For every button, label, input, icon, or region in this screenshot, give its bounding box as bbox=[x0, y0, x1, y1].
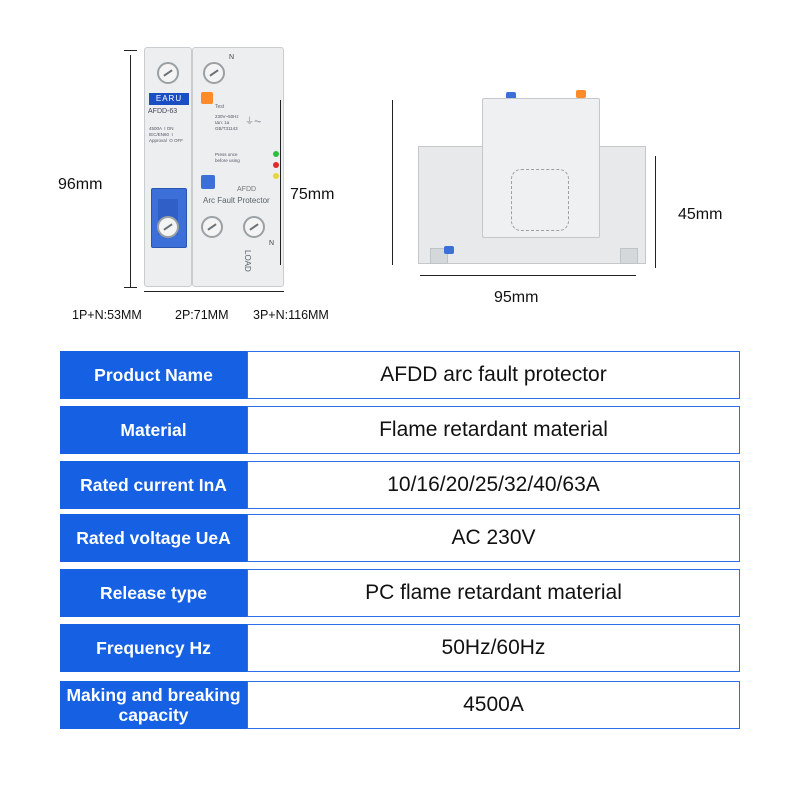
spec-row: Material Flame retardant material bbox=[60, 406, 740, 454]
spec-value: 10/16/20/25/32/40/63A bbox=[247, 461, 740, 509]
width-note-3p: 3P+N:116MM bbox=[253, 308, 329, 322]
spec-value: 50Hz/60Hz bbox=[247, 624, 740, 672]
test-button[interactable] bbox=[201, 92, 213, 104]
screw-icon bbox=[157, 216, 179, 238]
height-total-label: 96mm bbox=[58, 176, 103, 193]
model-label: AFDD-63 bbox=[148, 108, 178, 115]
neutral-mark: N bbox=[229, 54, 235, 61]
reset-button[interactable] bbox=[201, 175, 215, 189]
spec-label: Making and breaking capacity bbox=[60, 681, 247, 729]
width-note-1p: 1P+N:53MM bbox=[72, 308, 142, 322]
spec-row: Rated voltage UeA AC 230V bbox=[60, 514, 740, 562]
side-handle-knob bbox=[506, 92, 516, 100]
height-front-label: 75mm bbox=[290, 186, 335, 203]
test-label: Test bbox=[215, 104, 225, 110]
depth-dimension-line bbox=[655, 156, 656, 268]
screw-icon bbox=[157, 62, 179, 84]
screw-icon bbox=[203, 62, 225, 84]
height-dimension-line bbox=[130, 55, 131, 287]
neutral-mark: N bbox=[269, 240, 275, 247]
load-label: LOAD bbox=[243, 250, 252, 272]
status-led-yellow bbox=[273, 173, 279, 179]
side-width-line bbox=[420, 275, 636, 276]
spec-row: Rated current InA 10/16/20/25/32/40/63A bbox=[60, 461, 740, 509]
side-test-knob bbox=[576, 90, 586, 98]
spec-label: Product Name bbox=[60, 351, 247, 399]
side-clip bbox=[620, 248, 638, 264]
screw-icon bbox=[243, 216, 265, 238]
spec-value: AC 230V bbox=[247, 514, 740, 562]
front-height-dimension-line bbox=[280, 100, 281, 265]
spec-value: AFDD arc fault protector bbox=[247, 351, 740, 399]
width-note-2p: 2P:71MM bbox=[175, 308, 229, 322]
spec-row: Release type PC flame retardant material bbox=[60, 569, 740, 617]
side-view-device bbox=[410, 80, 650, 280]
spec-label: Material bbox=[60, 406, 247, 454]
side-clip-blue bbox=[444, 246, 454, 254]
side-clip bbox=[430, 248, 448, 264]
screw-icon bbox=[201, 216, 223, 238]
side-top bbox=[482, 98, 600, 238]
spec-label: Rated current InA bbox=[60, 461, 247, 509]
status-led-green bbox=[273, 151, 279, 157]
brand-label: EARU bbox=[149, 93, 189, 105]
spec-value: PC flame retardant material bbox=[247, 569, 740, 617]
spec-label: Rated voltage UeA bbox=[60, 514, 247, 562]
wiring-symbol: ⏚⏦ bbox=[245, 116, 262, 126]
spec-row: Making and breaking capacity 4500A bbox=[60, 681, 740, 729]
side-height-line bbox=[392, 100, 393, 265]
side-width-label: 95mm bbox=[494, 289, 539, 306]
product-label: Arc Fault Protector bbox=[203, 196, 270, 205]
spec-label: Frequency Hz bbox=[60, 624, 247, 672]
status-led-red bbox=[273, 162, 279, 168]
spec-row: Product Name AFDD arc fault protector bbox=[60, 351, 740, 399]
side-embossing bbox=[511, 169, 569, 231]
width-dimension-line bbox=[144, 291, 284, 292]
spec-value: Flame retardant material bbox=[247, 406, 740, 454]
depth-label: 45mm bbox=[678, 206, 723, 223]
spec-value: 4500A bbox=[247, 681, 740, 729]
dimension-tick bbox=[124, 287, 137, 288]
spec-label: Release type bbox=[60, 569, 247, 617]
dimension-tick bbox=[124, 50, 137, 51]
afdd-label: AFDD bbox=[237, 186, 257, 193]
spec-row: Frequency Hz 50Hz/60Hz bbox=[60, 624, 740, 672]
